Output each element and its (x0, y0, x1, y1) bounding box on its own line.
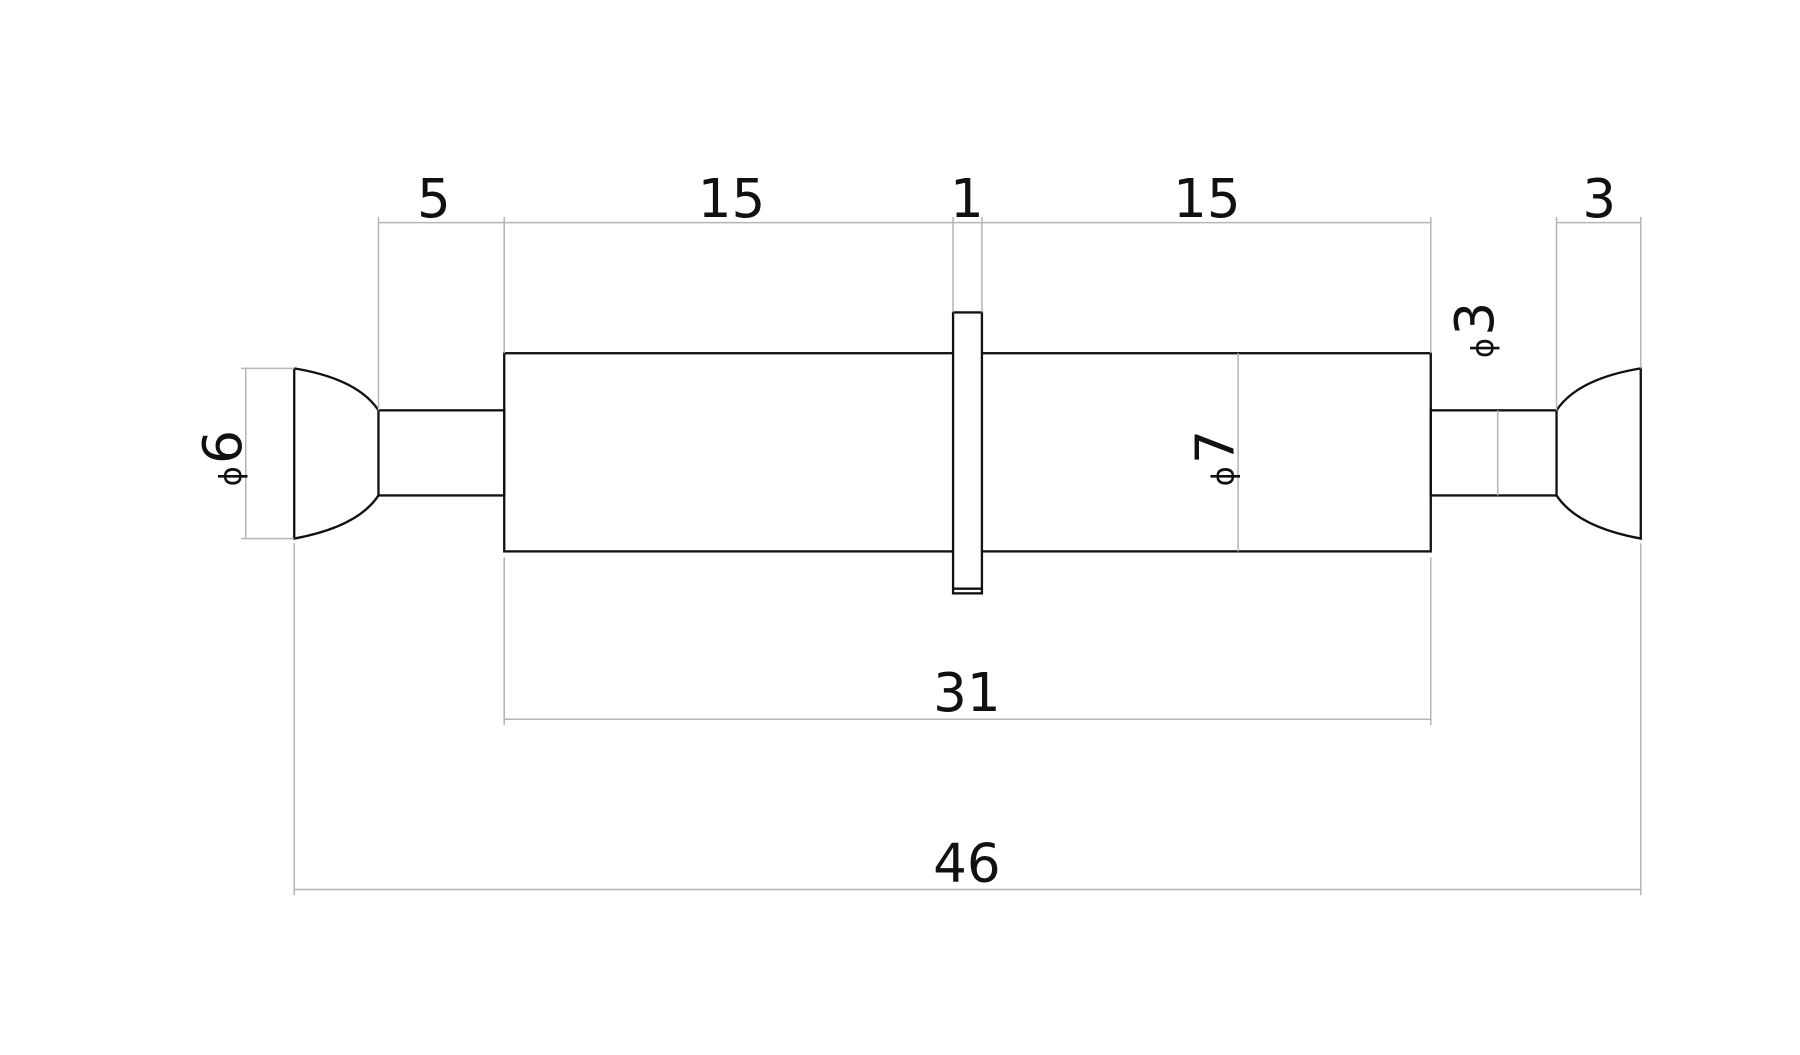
dim-overall: 46 (933, 831, 1001, 894)
dia-knob-value: 6 (191, 430, 254, 464)
dim-knob-right: 3 (1582, 167, 1616, 230)
diameter-symbol: ϕ (1207, 466, 1242, 486)
dimension-lines (241, 216, 1642, 896)
dim-neck-left: 5 (417, 167, 451, 230)
dim-body-left: 15 (698, 167, 766, 230)
right-neck (1429, 409, 1558, 497)
diameter-symbol: ϕ (1466, 338, 1501, 358)
dia-body-value: 7 (1184, 430, 1247, 464)
dim-body-right: 15 (1173, 167, 1241, 230)
right-knob (1555, 367, 1642, 540)
dim-body-total: 31 (933, 661, 1001, 724)
dia-neck-value: 3 (1443, 302, 1506, 336)
dia-knob-label: ϕ 6 (191, 430, 254, 486)
part-outline (293, 311, 1642, 595)
left-knob (293, 367, 380, 540)
left-neck (377, 409, 506, 497)
diameter-symbol: ϕ (214, 466, 249, 486)
dia-neck-label: ϕ 3 (1443, 302, 1506, 358)
dia-body-label: ϕ 7 (1184, 430, 1247, 486)
dim-flange: 1 (950, 167, 984, 230)
flange (951, 311, 984, 595)
